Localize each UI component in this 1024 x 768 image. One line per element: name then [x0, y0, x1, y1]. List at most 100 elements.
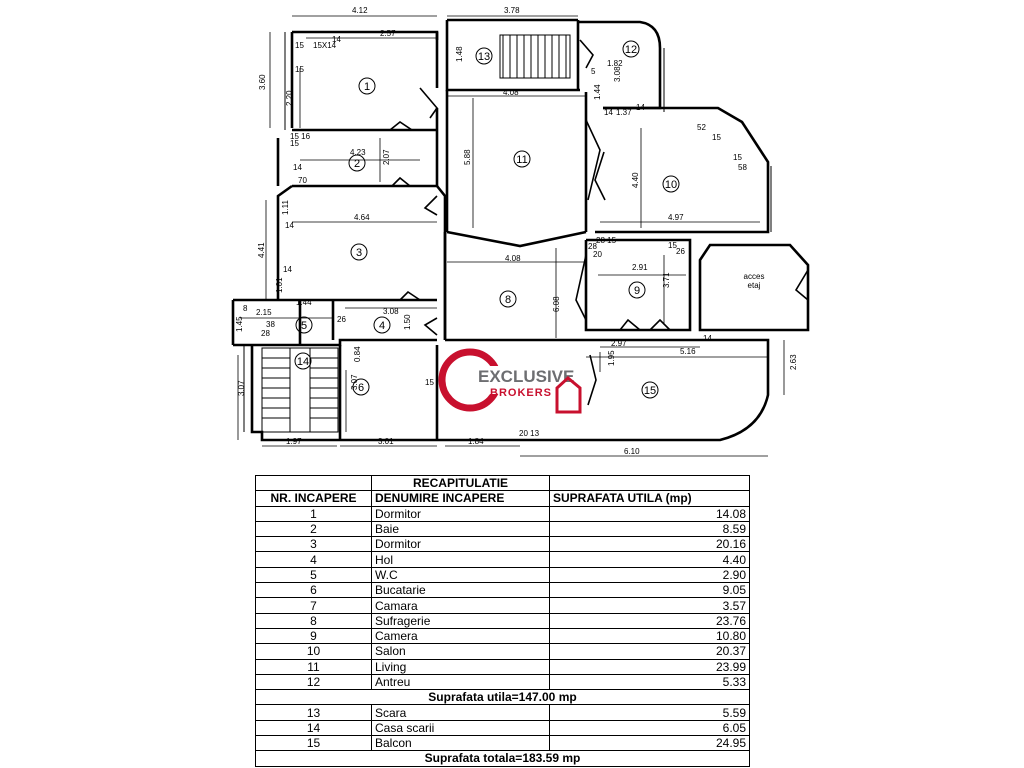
room-area-cell: 5.33	[549, 673, 750, 691]
dim-label: 14	[283, 265, 292, 274]
room-10-label: 10	[665, 179, 677, 191]
room-number-cell: 5	[255, 566, 372, 584]
room-name-cell: Sufragerie	[371, 612, 550, 629]
room-number-cell: 14	[255, 719, 372, 737]
room-3-label: 3	[356, 247, 362, 259]
room-number-cell: 13	[255, 704, 372, 721]
room-name-cell: Dormitor	[371, 505, 550, 522]
dim-label: 1.45	[235, 316, 244, 332]
room-area-cell: 23.99	[549, 658, 750, 675]
dim-label: 14	[285, 221, 294, 230]
room-area-cell: 23.76	[549, 612, 750, 629]
dim-label: 3.08	[613, 66, 622, 82]
header-name: DENUMIRE INCAPERE	[371, 490, 550, 507]
dim-label: 4.64	[354, 213, 370, 222]
room-markers	[294, 40, 680, 399]
room-number-cell: 9	[255, 627, 372, 645]
room-area-cell: 5.59	[549, 704, 750, 721]
dim-label: 4.41	[257, 242, 266, 258]
room-area-cell: 14.08	[549, 505, 750, 522]
dim-label: 2.20	[285, 90, 294, 106]
subtotal-label-row: Suprafata utila=147.00 mp	[255, 689, 750, 706]
room-number-cell: 11	[255, 658, 372, 675]
room-number-cell: 6	[255, 582, 372, 599]
walls	[231, 18, 810, 442]
stairs-13	[499, 34, 571, 79]
dim-label: 20 13	[519, 429, 540, 438]
room-4-label: 4	[379, 320, 385, 332]
room-area-cell: 6.05	[549, 719, 750, 737]
dim-label: 1.01	[275, 277, 284, 293]
dim-label: 1.11	[281, 199, 290, 215]
table-title: RECAPITULATIE	[371, 474, 550, 492]
dim-label: 3.01	[378, 437, 394, 446]
dim-label: 2.91	[632, 263, 648, 272]
dim-label: 6.10	[624, 447, 640, 456]
dim-label: 28	[588, 242, 597, 251]
room-number-cell: 12	[255, 673, 372, 691]
dim-label: 5.16	[680, 347, 696, 356]
dimension-labels: 4.12 3.78 2.57 14 15X14 15 15 1.82 5 4.0…	[235, 6, 798, 456]
dim-label: 52	[697, 123, 706, 132]
room-number-cell: 15	[255, 735, 372, 752]
dim-label: 1.84	[468, 437, 484, 446]
dim-label: 4.08	[505, 254, 521, 263]
header-area: SUPRAFATA UTILA (mp)	[549, 490, 750, 507]
room-5-label: 5	[301, 320, 307, 332]
dim-label: 15	[295, 41, 304, 50]
dim-label: 70	[298, 176, 307, 185]
room-name-cell: Baie	[371, 520, 550, 538]
room-name-cell: Living	[371, 658, 550, 675]
room-number-cell: 10	[255, 643, 372, 660]
dimension-lines	[237, 15, 785, 457]
room-9-label: 9	[634, 285, 640, 297]
room-14-label: 14	[297, 356, 309, 368]
room-area-cell: 8.59	[549, 520, 750, 538]
dim-label: 15	[712, 133, 721, 142]
dim-label: 2.15	[256, 308, 272, 317]
dim-label: 15	[425, 378, 434, 387]
dim-label: 26	[337, 315, 346, 324]
room-13-label: 13	[478, 51, 490, 63]
room-number-cell: 1	[255, 505, 372, 522]
dim-label: 2.07	[382, 149, 391, 165]
room-number-cell: 4	[255, 551, 372, 568]
watermark-line1: EXCLUSIVE	[478, 367, 574, 386]
house-icon	[555, 376, 582, 414]
dim-label: 8	[243, 304, 248, 313]
room-area-cell: 9.05	[549, 582, 750, 599]
total-label-row: Suprafata totala=183.59 mp	[255, 750, 750, 767]
dim-label: 1.48	[455, 46, 464, 62]
dim-label: 1.97	[286, 437, 302, 446]
room-name-cell: W.C	[371, 566, 550, 584]
dim-label: 3.71	[662, 272, 671, 288]
dim-label: 0.84	[353, 346, 362, 362]
recap-table: RECAPITULATIE NR. INCAPERE DENUMIRE INCA…	[255, 474, 750, 767]
dim-label: 15 16	[290, 132, 311, 141]
dim-label: 14	[293, 163, 302, 172]
room-15-label: 15	[644, 385, 656, 397]
room-name-cell: Balcon	[371, 735, 550, 752]
dim-label: 3.07	[237, 380, 246, 396]
dim-label: 2.63	[789, 354, 798, 370]
dim-label: 1.37	[616, 108, 632, 117]
dim-label: 4.08	[503, 88, 519, 97]
dim-label: 15	[295, 65, 304, 74]
watermark-logo: EXCLUSIVE BROKERS	[438, 348, 582, 414]
dim-label: 38	[266, 320, 275, 329]
room-area-cell: 2.90	[549, 566, 750, 584]
dim-label: 1.44	[593, 84, 602, 100]
floor-plan: 1 2 3 4 5 6 8 9 10 11 12 13 14 15 acces …	[231, 6, 810, 457]
room-12-label: 12	[625, 44, 637, 56]
room-name-cell: Camera	[371, 627, 550, 645]
